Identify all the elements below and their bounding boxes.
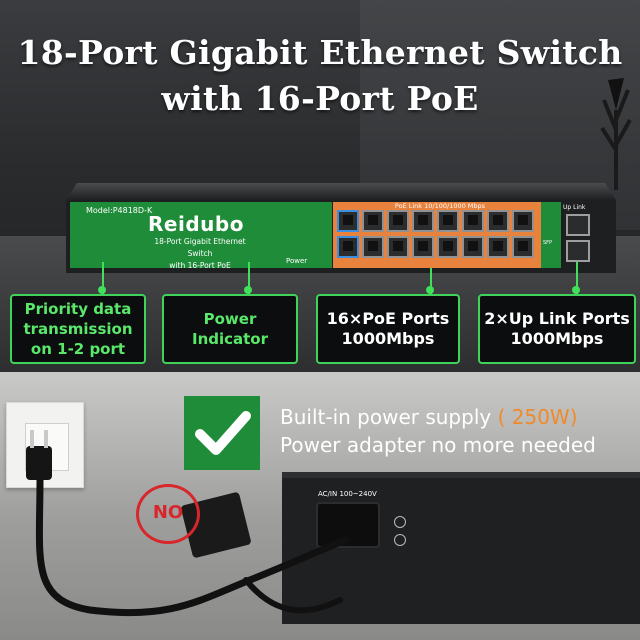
poe-port xyxy=(387,236,409,258)
no-label: NO xyxy=(152,502,184,523)
poe-port xyxy=(462,236,484,258)
switch-name-line-1: 18-Port Gigabit Ethernet Switch xyxy=(154,237,246,258)
switch-top-cover xyxy=(66,183,616,200)
uplink-port xyxy=(566,214,590,236)
uplink-label: Up Link xyxy=(563,204,586,211)
callout-line xyxy=(248,262,250,294)
switch-brand-panel xyxy=(70,202,332,268)
power-led-label: Power xyxy=(286,257,308,265)
callout-text: 2×Up Link Ports xyxy=(484,309,630,328)
builtin-power-prefix: Built-in power supply xyxy=(280,405,492,429)
poe-port-grid xyxy=(337,210,535,264)
builtin-power-text: Built-in power supply ( 250W) xyxy=(280,404,578,430)
uplink-port xyxy=(566,240,590,262)
callout-poe-ports: 16×PoE Ports 1000Mbps xyxy=(316,294,460,364)
poe-port xyxy=(437,210,459,232)
check-icon xyxy=(184,396,260,470)
page-title: 18-Port Gigabit Ethernet Switch with 16-… xyxy=(0,30,640,122)
ac-input-label: AC/IN 100~240V xyxy=(318,490,377,498)
callout-uplink-ports: 2×Up Link Ports 1000Mbps xyxy=(478,294,636,364)
ground-icon xyxy=(394,516,406,528)
callout-line xyxy=(430,268,432,294)
callout-text: transmission xyxy=(23,320,133,338)
callout-text: Power Indicator xyxy=(191,310,269,348)
callout-dot xyxy=(426,286,434,294)
callout-dot xyxy=(244,286,252,294)
callout-priority-data: Priority data transmission on 1-2 port xyxy=(10,294,146,364)
builtin-power-wattage: ( 250W) xyxy=(497,405,578,429)
poe-port xyxy=(362,210,384,232)
poe-port xyxy=(462,210,484,232)
switch-name-line-2: with 16-Port PoE xyxy=(169,261,231,270)
poe-port xyxy=(512,236,534,258)
callout-line xyxy=(576,262,578,294)
poe-port xyxy=(412,210,434,232)
ground-icon xyxy=(394,534,406,546)
poe-link-label: PoE Link 10/100/1000 Mbps xyxy=(394,202,486,210)
callout-text: 1000Mbps xyxy=(341,329,435,348)
title-line-1: 18-Port Gigabit Ethernet Switch xyxy=(17,33,623,72)
callout-text: 16×PoE Ports xyxy=(326,309,450,328)
adapter-note-text: Power adapter no more needed xyxy=(280,433,596,457)
callout-dot xyxy=(98,286,106,294)
no-sign-icon xyxy=(136,484,200,544)
plant-icon xyxy=(600,78,632,190)
brand-logo: Reidubo xyxy=(148,212,244,236)
poe-port xyxy=(512,210,534,232)
poe-port xyxy=(362,236,384,258)
model-label: Model:P4818D-K xyxy=(86,206,153,215)
callout-dot xyxy=(572,286,580,294)
poe-port xyxy=(337,210,359,232)
poe-port xyxy=(412,236,434,258)
poe-port xyxy=(387,210,409,232)
callout-text: on 1-2 port xyxy=(30,340,126,358)
callout-power-indicator: Power Indicator xyxy=(162,294,298,364)
poe-port xyxy=(487,236,509,258)
sfp-label: SFP xyxy=(543,240,553,246)
callout-text: 1000Mbps xyxy=(510,329,604,348)
title-line-2: with 16-Port PoE xyxy=(161,79,479,118)
poe-port xyxy=(437,236,459,258)
callout-line xyxy=(102,262,104,294)
switch-name: 18-Port Gigabit Ethernet Switch with 16-… xyxy=(148,236,252,272)
callout-text: Priority data xyxy=(24,300,132,318)
switch-rear-top xyxy=(282,472,640,480)
sfp-panel xyxy=(541,202,561,268)
poe-port xyxy=(487,210,509,232)
poe-port xyxy=(337,236,359,258)
